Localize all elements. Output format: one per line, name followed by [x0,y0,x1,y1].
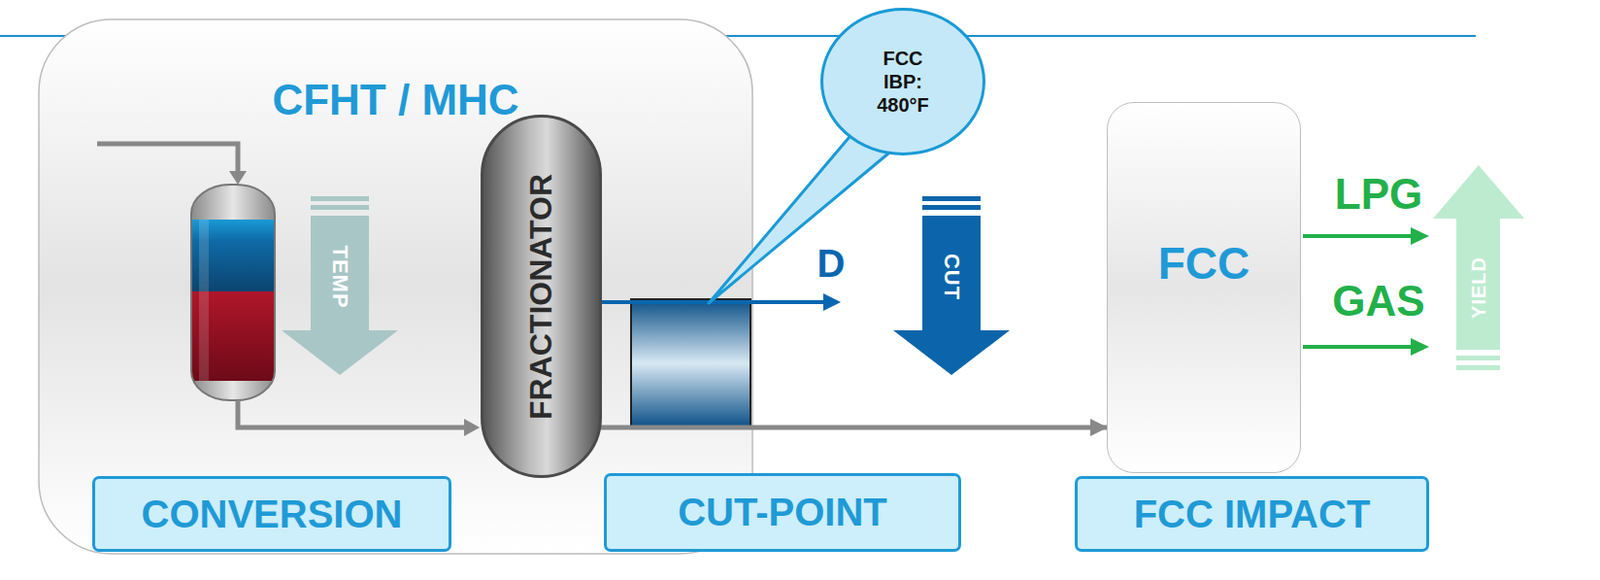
reactor-outlet-line [237,400,467,428]
panel-heading: CFHT / MHC [38,75,753,125]
arrow-label: YIELD [1467,256,1491,319]
label-holder: CUT [938,253,965,300]
section-label-box: CONVERSION [92,475,452,552]
node-text: CUT-POINT [677,490,888,534]
arrow-label: TEMP [327,244,353,308]
yield-arrow [1433,165,1525,370]
arrow-head [1410,337,1430,356]
arrow-head [464,418,480,436]
reactor-vessel [191,184,275,400]
node-text: FCC IMPACT [1133,492,1371,536]
label-holder: LPG [1334,169,1423,219]
node-text: FRACTIONATOR [523,172,560,419]
fractionator-column: FRACTIONATOR [480,114,602,478]
product-label: GAS [1332,276,1425,326]
node-text: FCC [1158,236,1251,290]
label-holder: D [817,241,846,286]
lpg-line [1302,233,1414,238]
node-text: CONVERSION [141,492,403,536]
callout-bubble: FCC IBP: 480°F [820,7,986,156]
arrow-head [229,170,247,185]
stream-label: D [817,241,846,286]
feed-line [97,143,238,173]
section-label-box: CUT-POINT [603,472,962,552]
arrow-label: CUT [938,253,965,300]
callout-tail [708,131,889,303]
product-label: LPG [1334,169,1423,219]
node-text: FCC IBP: 480°F [864,46,942,117]
fcc-unit: FCC [1106,101,1301,473]
gas-line [1302,344,1414,349]
cut-point-box [631,299,751,428]
section-label-box: FCC IMPACT [1074,475,1430,552]
distillate-line [601,300,828,304]
label-holder: YIELD [1467,256,1491,319]
temperature-arrow [281,196,399,375]
arrow-head [823,293,841,311]
cut-arrow [893,196,1010,375]
label-holder: GAS [1332,276,1425,326]
process-flow-line [600,425,1107,431]
arrow-head [1410,227,1430,245]
header-rule [0,34,1476,37]
label-holder: TEMP [327,244,353,308]
